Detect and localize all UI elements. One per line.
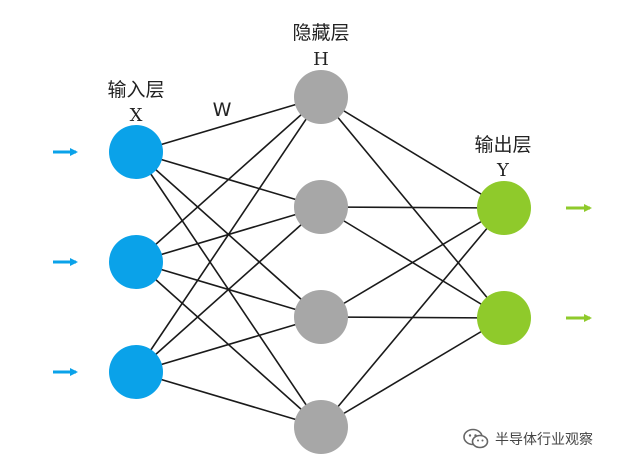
- edge-hidden-2-output-1: [320, 206, 505, 209]
- wechat-icon: [463, 428, 489, 449]
- hidden-node-2: [294, 180, 348, 234]
- edge-input-3-hidden-1: [135, 96, 322, 373]
- edge-input-3-hidden-4: [135, 371, 322, 428]
- network-nodes: [109, 70, 531, 454]
- edge-input-2-hidden-1: [135, 96, 322, 263]
- edge-input-1-hidden-1: [135, 96, 322, 153]
- input-layer-label: 输入层: [107, 79, 164, 101]
- input-node-2: [109, 235, 163, 289]
- input-node-3: [109, 345, 163, 399]
- connection-lines: [135, 96, 505, 428]
- watermark: 半导体行业观察: [463, 425, 593, 453]
- hidden-node-3: [294, 290, 348, 344]
- output-layer-label: 输出层: [474, 134, 531, 156]
- output-node-2: [477, 291, 531, 345]
- input-symbol: X: [130, 105, 143, 126]
- watermark-text: 半导体行业观察: [495, 432, 593, 448]
- edge-hidden-1-output-1: [320, 96, 505, 209]
- edge-hidden-4-output-2: [320, 317, 505, 428]
- hidden-node-1: [294, 70, 348, 124]
- weights-label: W: [213, 99, 232, 121]
- edge-hidden-3-output-1: [320, 207, 505, 318]
- output-node-1: [477, 181, 531, 235]
- edge-input-3-hidden-3: [135, 316, 322, 373]
- edge-hidden-4-output-1: [320, 207, 505, 428]
- hidden-symbol: H: [313, 49, 329, 70]
- input-node-1: [109, 125, 163, 179]
- io-arrows: [53, 148, 592, 376]
- output-symbol: Y: [496, 160, 510, 181]
- hidden-node-4: [294, 400, 348, 454]
- edge-input-3-hidden-2: [135, 206, 322, 373]
- hidden-layer-label: 隐藏层: [292, 22, 349, 44]
